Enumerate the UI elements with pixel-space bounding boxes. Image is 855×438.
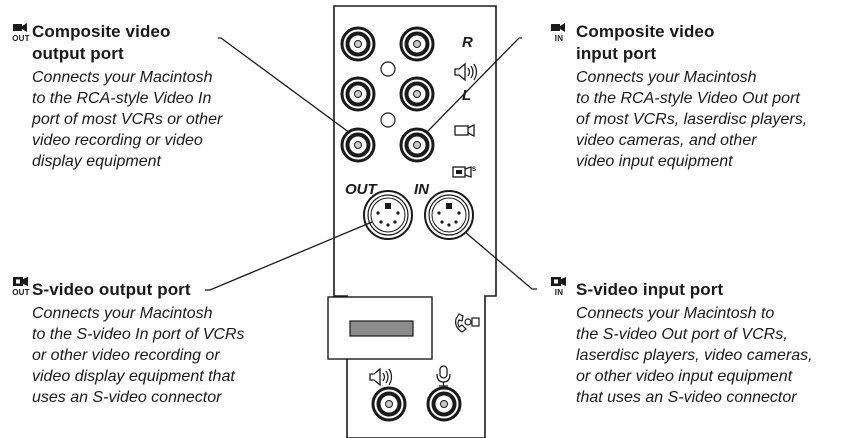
modem-slot [349, 320, 414, 337]
composite-video-in-jack[interactable] [399, 127, 435, 163]
badge-label: IN [554, 34, 564, 43]
audio-in-jack[interactable] [426, 386, 462, 422]
desc-line: display equipment [32, 153, 161, 170]
callout-description: Connects your Macintosh to the S-video I… [32, 303, 245, 408]
left-channel-label: L [462, 87, 471, 104]
desc-line: or other video input equipment [576, 368, 793, 385]
badge-label: OUT [12, 288, 30, 297]
desc-line: Connects your Macintosh [32, 305, 213, 322]
leader-line-composite-out [218, 37, 351, 134]
badge-label: OUT [12, 34, 30, 43]
desc-line: video input equipment [576, 153, 733, 170]
video-camera-icon [551, 23, 565, 32]
desc-line: or other video recording or [32, 347, 220, 364]
desc-line: Connects your Macintosh [32, 69, 213, 86]
svideo-icon [551, 277, 566, 286]
svideo-icon [13, 277, 28, 286]
callout-description: Connects your Macintosh to the RCA-style… [576, 67, 807, 172]
svg-text:S: S [472, 167, 476, 173]
callout-title: Composite video input port [576, 21, 807, 65]
callout-description: Connects your Macintosh to the RCA-style… [32, 67, 222, 172]
speaker-icon [454, 62, 478, 82]
desc-line: video recording or video [32, 132, 203, 149]
video-camera-icon [454, 123, 475, 138]
desc-line: port of most VCRs or other [32, 111, 223, 128]
speaker-icon [369, 367, 393, 387]
in-label: IN [414, 181, 430, 198]
title-line: Composite video [576, 22, 715, 41]
desc-line: laserdisc players, video cameras, [576, 347, 813, 364]
microphone-icon [436, 365, 451, 387]
title-line: output port [32, 44, 124, 63]
leader-line-composite-in [425, 37, 522, 134]
badge-in: IN [549, 276, 569, 298]
desc-line: to the RCA-style Video Out port [576, 90, 800, 107]
badge-in: IN [549, 22, 569, 44]
screw-hole [380, 61, 396, 77]
title-line: S-video output port [32, 280, 191, 299]
title-line: S-video input port [576, 280, 724, 299]
desc-line: video cameras, and other [576, 132, 757, 149]
title-line: Composite video [32, 22, 171, 41]
rca-jack-audio-left-in[interactable] [399, 76, 435, 112]
audio-out-jack[interactable] [371, 386, 407, 422]
out-label: OUT [345, 181, 379, 198]
desc-line: uses an S-video connector [32, 389, 222, 406]
desc-line: that uses an S-video connector [576, 389, 797, 406]
screw-hole [380, 112, 396, 128]
svideo-icon: S [452, 166, 476, 178]
video-camera-icon [13, 23, 27, 32]
svideo-in-jack[interactable] [424, 190, 474, 240]
phone-jack-icon [455, 313, 480, 333]
desc-line: video display equipment that [32, 368, 235, 385]
callout-title: Composite video output port [32, 21, 222, 65]
desc-line: the S-video Out port of VCRs, [576, 326, 788, 343]
rca-jack-audio-left-out[interactable] [340, 76, 376, 112]
badge-label: IN [554, 288, 564, 297]
svideo-out-jack[interactable] [363, 190, 413, 240]
badge-out: OUT [11, 276, 31, 298]
title-line: input port [576, 44, 657, 63]
callout-title: S-video input port [576, 279, 813, 301]
badge-out: OUT [11, 22, 31, 44]
leader-line-svideo-in [464, 231, 537, 290]
composite-video-out-jack[interactable] [340, 127, 376, 163]
callout-title: S-video output port [32, 279, 245, 301]
rca-jack-audio-right[interactable] [399, 26, 435, 62]
rca-jack-audio-right-left[interactable] [340, 26, 376, 62]
desc-line: to the RCA-style Video In [32, 90, 212, 107]
right-channel-label: R [462, 34, 473, 51]
desc-line: Connects your Macintosh [576, 69, 757, 86]
desc-line: to the S-video In port of VCRs [32, 326, 245, 343]
callout-description: Connects your Macintosh to the S-video O… [576, 303, 813, 408]
desc-line: Connects your Macintosh to [576, 305, 775, 322]
leader-line-svideo-out [205, 221, 373, 291]
desc-line: of most VCRs, laserdisc players, [576, 111, 808, 128]
